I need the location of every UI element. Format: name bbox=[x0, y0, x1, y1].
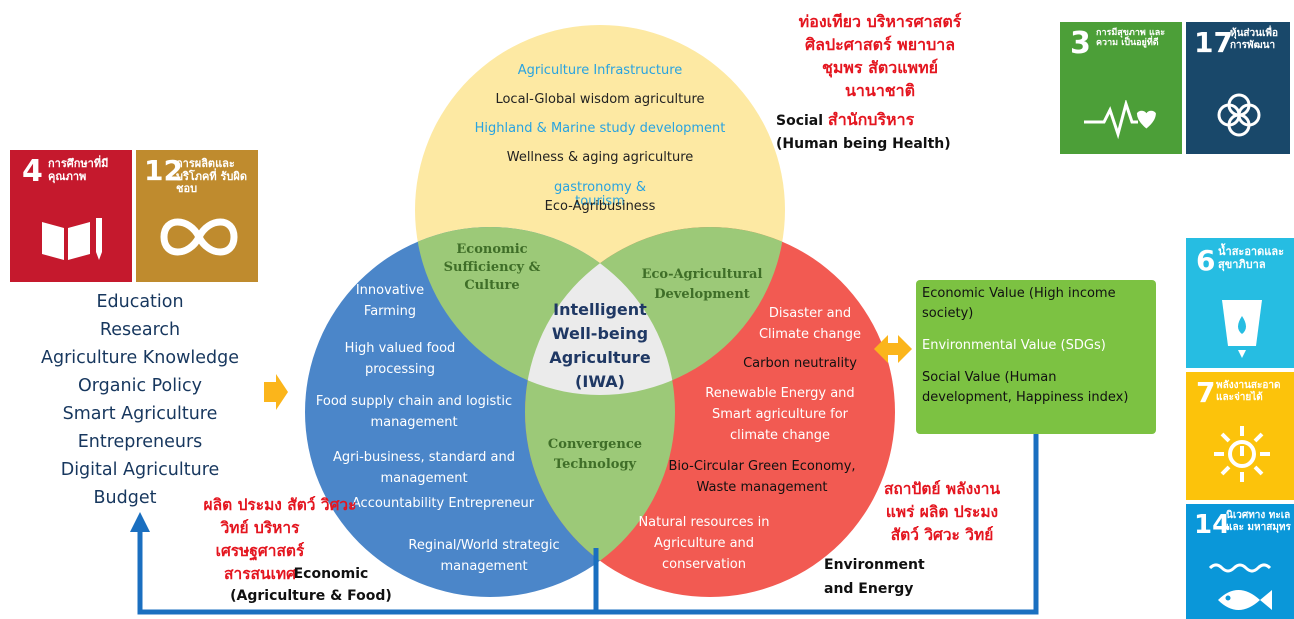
right-arrow-icon bbox=[264, 374, 288, 410]
sdg-goal3-number: 3 bbox=[1070, 26, 1091, 61]
social-item: Agriculture Infrastructure bbox=[517, 63, 683, 78]
economic-item: Agri-business, standard and management bbox=[333, 450, 515, 486]
social-item: Wellness & aging agriculture bbox=[506, 150, 694, 165]
economic-thai-faculties: ผลิต ประมง สัตว์ วิศวะ วิทย์ บริหาร เศรษ… bbox=[160, 494, 360, 586]
social-item: Local-Global wisdom agriculture bbox=[495, 92, 705, 107]
social-items: Agriculture Infrastructure Local-Global … bbox=[440, 56, 760, 214]
social-subtitle: (Human being Health) bbox=[776, 136, 951, 152]
sdg-goal17-tile: 17 หุ้นส่วนเพื่อ การพัฒนา bbox=[1186, 22, 1290, 154]
social-thai-office: สำนักบริหาร bbox=[827, 110, 915, 129]
social-item: gastronomy & bbox=[554, 180, 646, 195]
center-line: Intelligent bbox=[553, 300, 647, 319]
economic-label: Economic (Agriculture & Food) bbox=[218, 563, 404, 607]
economic-item: Food supply chain and logistic managemen… bbox=[315, 394, 513, 430]
heartbeat-icon bbox=[1084, 100, 1156, 140]
value-box: Economic Value (High income society) Env… bbox=[916, 280, 1156, 434]
thai-line: วิทย์ บริหาร bbox=[220, 519, 300, 537]
environment-subtitle: and Energy bbox=[824, 581, 914, 597]
thai-line: ผลิต ประมง สัตว์ วิศวะ bbox=[203, 496, 357, 514]
sdg-goal4-tile: 4 การศึกษาที่มี คุณภาพ bbox=[10, 150, 132, 282]
feedback-line-right bbox=[596, 432, 1039, 615]
left-list-item: Digital Agriculture bbox=[60, 460, 220, 480]
sdg-goal17-label: หุ้นส่วนเพื่อ การพัฒนา bbox=[1230, 28, 1278, 51]
double-arrow-icon bbox=[874, 335, 912, 363]
feedback-arrow-blue bbox=[137, 518, 599, 615]
social-item: Highland & Marine study development bbox=[474, 121, 726, 136]
social-title: Social bbox=[776, 113, 824, 129]
thai-line: ท่องเทียว บริหารศาสตร์ bbox=[798, 12, 962, 31]
left-list-item: Research bbox=[99, 320, 181, 340]
flower-icon bbox=[1217, 93, 1261, 137]
environment-item: Natural resources in Agriculture and con… bbox=[638, 515, 770, 572]
sdg-goal14-number: 14 bbox=[1194, 510, 1231, 540]
fish-waves-icon bbox=[1208, 563, 1272, 610]
sdg-goal14-tile: 14 นิเวศทาง ทะเลและ มหาสมุทร bbox=[1186, 504, 1294, 619]
feedback-arrow-head bbox=[130, 512, 150, 532]
social-label: Social สำนักบริหาร (Human being Health) bbox=[776, 108, 951, 156]
value-item-economic: Economic Value (High income society) bbox=[922, 286, 1116, 321]
sdg-goal7-tile: 7 พลังงานสะอาด และจ่ายได้ bbox=[1186, 372, 1294, 500]
sdg-goal3-tile: 3 การมีสุขภาพ และความ เป็นอยู่ที่ดี bbox=[1060, 22, 1182, 154]
sdg-goal12-label: การผลิตและ บริโภคที่ รับผิดชอบ bbox=[176, 157, 247, 196]
environment-item: Bio-Circular Green Economy, Waste manage… bbox=[668, 459, 856, 495]
thai-line: สัตว์ วิศวะ วิทย์ bbox=[890, 526, 994, 544]
thai-line: เศรษฐศาสตร์ bbox=[215, 542, 305, 560]
water-glass-icon bbox=[1222, 300, 1262, 358]
sdg-goal17-number: 17 bbox=[1194, 26, 1233, 59]
environment-item: Renewable Energy and Smart agriculture f… bbox=[705, 386, 855, 443]
environment-thai-faculties: สถาปัตย์ พลังงาน แพร่ ผลิต ประมง สัตว์ ว… bbox=[852, 478, 1032, 547]
left-list-item: Education bbox=[96, 292, 184, 312]
social-item: Eco-Agribusiness bbox=[544, 199, 656, 214]
thai-line: ศิลปะศาสตร์ พยาบาล bbox=[804, 35, 956, 54]
thai-line: สารสนเทศ bbox=[224, 565, 296, 583]
sdg-goal3-label: การมีสุขภาพ และความ เป็นอยู่ที่ดี bbox=[1096, 28, 1166, 49]
sdg-goal4-number: 4 bbox=[22, 154, 43, 189]
economic-item: Innovative Farming bbox=[355, 283, 425, 319]
environment-label: Environment and Energy bbox=[824, 553, 925, 601]
social-item: tourism bbox=[575, 194, 625, 209]
thai-line: แพร่ ผลิต ประมง bbox=[885, 503, 999, 521]
overlap-label-sufficiency: Economic Sufficiency & Culture bbox=[443, 242, 541, 293]
sdg-goal7-number: 7 bbox=[1196, 376, 1216, 409]
sdg-goal6-number: 6 bbox=[1196, 244, 1216, 277]
sdg-goal14-label: นิเวศทาง ทะเลและ มหาสมุทร bbox=[1226, 510, 1291, 533]
sdg-goal12-number: 12 bbox=[144, 154, 183, 187]
center-line: Well-being bbox=[551, 324, 649, 343]
social-thai-faculties: ท่องเทียว บริหารศาสตร์ ศิลปะศาสตร์ พยาบา… bbox=[770, 10, 990, 102]
overlap-label-convergence: Convergence Technology bbox=[547, 437, 643, 472]
center-line: Agriculture bbox=[549, 348, 651, 367]
left-list-item: Entrepreneurs bbox=[77, 432, 203, 452]
sdg-goal7-label: พลังงานสะอาด และจ่ายได้ bbox=[1216, 380, 1281, 403]
environment-item: Carbon neutrality bbox=[743, 356, 857, 371]
economic-title: Economic bbox=[293, 566, 369, 582]
environment-title: Environment bbox=[824, 557, 925, 573]
center-label-iwa: Intelligent Well-being Agriculture (IWA) bbox=[530, 298, 670, 394]
economic-item: High valued food processing bbox=[344, 341, 456, 377]
economic-item: Reginal/World strategic management bbox=[408, 538, 560, 574]
environment-item: Disaster and Climate change bbox=[758, 306, 861, 342]
left-list-item: Budget bbox=[93, 488, 157, 508]
thai-line: สถาปัตย์ พลังงาน bbox=[883, 480, 1001, 498]
sdg-goal6-tile: 6 น้ำสะอาดและ สุขาภิบาล bbox=[1186, 238, 1294, 368]
center-overlap bbox=[525, 227, 675, 395]
left-list-item: Smart Agriculture bbox=[62, 404, 218, 424]
left-list-item: Organic Policy bbox=[78, 376, 202, 396]
sdg-goal4-label: การศึกษาที่มี คุณภาพ bbox=[48, 157, 109, 183]
economic-subtitle: (Agriculture & Food) bbox=[230, 588, 392, 604]
sun-power-icon bbox=[1214, 426, 1270, 482]
infinity-icon bbox=[160, 218, 238, 256]
overlap-label-eco-development: Eco-Agricultural Development bbox=[641, 267, 763, 302]
thai-line: ชุมพร สัตวแพทย์ bbox=[821, 58, 939, 77]
left-list-item: Agriculture Knowledge bbox=[40, 348, 239, 368]
sdg-goal12-tile: 12 การผลิตและ บริโภคที่ รับผิดชอบ bbox=[136, 150, 258, 282]
sdg-goal6-label: น้ำสะอาดและ สุขาภิบาล bbox=[1218, 245, 1284, 271]
thai-line: นานาชาติ bbox=[844, 81, 916, 100]
value-item-social: Social Value (Human development, Happine… bbox=[922, 370, 1129, 405]
value-item-environmental: Environmental Value (SDGs) bbox=[922, 338, 1106, 353]
left-list: Education Research Agriculture Knowledge… bbox=[20, 288, 260, 512]
book-pencil-icon bbox=[42, 218, 102, 260]
center-line: (IWA) bbox=[575, 372, 625, 391]
economic-item: Accountability Entrepreneur bbox=[351, 496, 535, 511]
